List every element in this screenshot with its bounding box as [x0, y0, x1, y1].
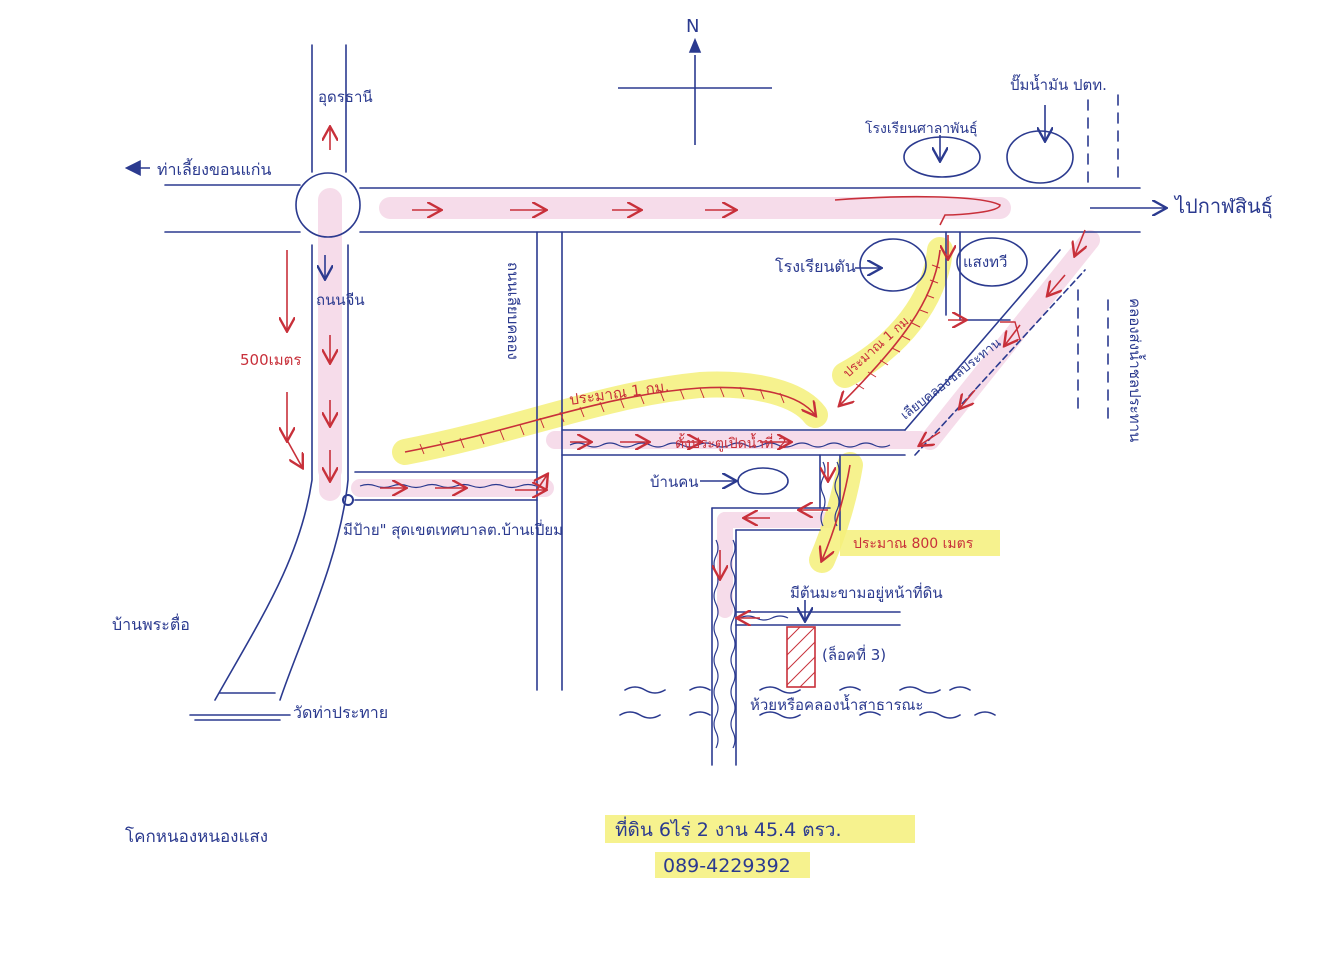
- direction-arrows: [287, 128, 1085, 618]
- plot-label: (ล็อคที่ 3): [822, 644, 886, 664]
- phone-label: 089-4229392: [663, 855, 791, 877]
- south-road-label: ถนนจีน: [316, 291, 365, 309]
- house-label: บ้านคน: [650, 473, 699, 491]
- roads: [164, 44, 1141, 766]
- west-road-label: ท่าเลี้ยงขอนแก่น: [157, 158, 271, 179]
- gas-station-label: ปั๊มน้ำมัน ปตท.: [1010, 74, 1107, 94]
- tree-note-label: มีต้นมะขามอยู่หน้าที่ดิน: [790, 582, 943, 602]
- hospital-label: โรงเรียนตัน: [775, 257, 856, 276]
- north-label: N: [686, 16, 699, 37]
- canal-diagonal-2: [914, 269, 1086, 456]
- east-road-label: ไปกาฬสินธุ์: [1173, 194, 1273, 219]
- compass: [618, 37, 772, 145]
- canal-diagonal-1: [904, 249, 1061, 431]
- road-south-left: [214, 244, 313, 701]
- stream-label: ห้วยหรือคลองน้ำสาธารณะ: [750, 694, 923, 714]
- approx-800m-highlight: [840, 530, 1000, 556]
- school-label: โรงเรียนศาลาพันธุ์: [865, 120, 978, 137]
- north-road-label: อุดรธานี: [318, 88, 373, 107]
- sign-marker: [342, 494, 354, 506]
- village-west-label: บ้านพระตื่อ: [112, 613, 190, 634]
- hatch-ticks: [419, 264, 941, 455]
- land-size-label: ที่ดิน 6ไร่ 2 งาน 45.4 ตรว.: [615, 816, 841, 841]
- irrigation-canal-label: คลองส่งน้ำชลประทาน: [1126, 298, 1146, 442]
- road-south-right: [279, 244, 349, 701]
- blue-pointers: [124, 105, 1165, 620]
- canal-wavy-edges: [359, 442, 891, 749]
- temple-label: วัดท่าประทาย: [293, 703, 388, 722]
- north-arrow-icon: [688, 37, 702, 53]
- hospital-circle: [859, 238, 927, 292]
- village-head-label: แสงทวี: [963, 253, 1007, 271]
- hatched-routes: [404, 249, 941, 560]
- distance-500-label: 500เมตร: [240, 351, 301, 369]
- approx-800m-label: ประมาณ 800 เมตร: [853, 536, 974, 552]
- vertical-road-label: ถนนเลียบคลอง: [504, 262, 522, 360]
- school-circle: [903, 136, 981, 178]
- phone-highlight: [655, 852, 810, 878]
- gate-2-label: ตั้งประตูเปิดน้ำที่ 2: [675, 433, 787, 452]
- village-head-circle: [956, 237, 1028, 287]
- sign-label: มีป้าย" สุดเขตเทศบาลต.บ้านเปี่ยม: [343, 519, 563, 540]
- bottom-left-label: โคกหนองหนองแสง: [125, 826, 268, 847]
- route-curve: [834, 195, 1001, 226]
- land-size-highlight: [605, 815, 915, 843]
- land-plot-hatch: [786, 626, 816, 688]
